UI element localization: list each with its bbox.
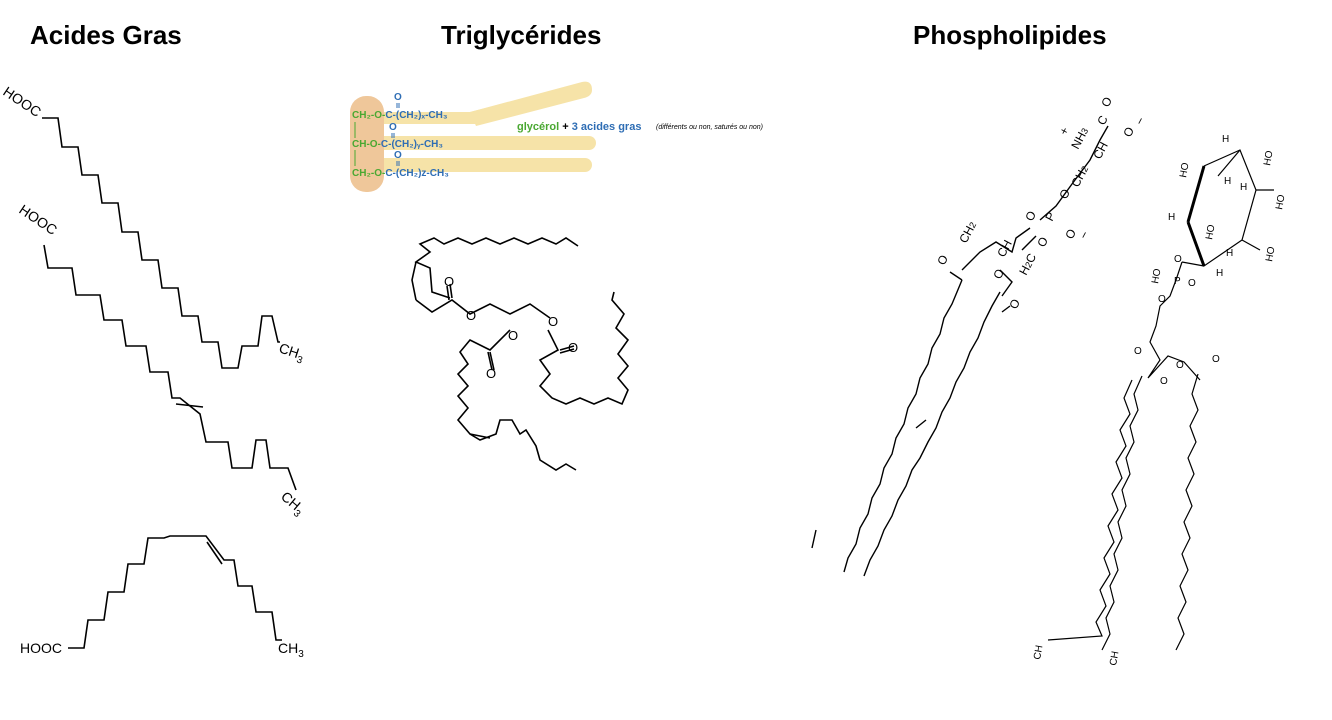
pl-minus-2: −: [1132, 115, 1148, 128]
pl-nh3: NH3: [1068, 125, 1091, 151]
tg-chain-middle: [456, 329, 577, 471]
cis-chain: [68, 535, 282, 649]
inositol-h-6: H: [1216, 268, 1223, 279]
fatty-acid-monounsaturated: [43, 244, 297, 491]
double-bond-2: [206, 541, 223, 565]
pl-right-chain-1: [1101, 375, 1143, 651]
triglyceride-scheme: CH₂-O-C-(CH₂)ₓ-CH₃ O CH-O-C-(CH₂)ᵧ-CH₃ O…: [350, 81, 763, 192]
tg-row2: CH-O-C-(CH₂)ᵧ-CH₃: [352, 139, 443, 150]
pl-right-o-5: O: [1176, 360, 1184, 371]
pl-left-chain-2: [863, 291, 1001, 577]
highlight-bar-middle: [362, 136, 596, 150]
monounsaturated-chain: [43, 244, 297, 491]
double-bond-1: [175, 403, 204, 408]
hooc-label-1: HOOC: [0, 83, 44, 120]
phospholipid-right-labels: HO HO HO HO HO HO H H H H H H O P O O O …: [1032, 134, 1287, 667]
tg-legend-note: (différents ou non, saturés ou non): [656, 124, 763, 131]
tg-row1: CH₂-O-C-(CH₂)ₓ-CH₃: [352, 110, 448, 121]
pl-o-5: O: [1022, 209, 1039, 224]
tg-chain-right: [538, 291, 630, 406]
title-triglycerides: Triglycérides: [441, 20, 602, 50]
tg-oxygens: O O O O O O: [444, 274, 578, 381]
tg-chain-top: [414, 237, 579, 299]
ch3-label-1: CH3: [276, 340, 307, 367]
fatty-acid-cis-labels: HOOC CH3: [20, 640, 304, 660]
title-fatty-acids: Acides Gras: [30, 20, 182, 50]
fatty-acid-saturated: [42, 117, 280, 369]
pl-o-4: O: [1034, 235, 1051, 250]
ch3-label-2: CH3: [276, 488, 309, 520]
phospholipid-left-labels: O CH2 O CH H2C O O P O O − O CH2 CH NH3 …: [934, 95, 1148, 312]
inositol-h-3: H: [1240, 182, 1247, 193]
pl-ch-2: CH: [1090, 140, 1111, 162]
hooc-label-2: HOOC: [16, 201, 60, 238]
fatty-acid-cis: [68, 535, 282, 649]
inositol-h-2: H: [1224, 176, 1231, 187]
pl-o-8: O: [1098, 95, 1115, 110]
inositol-ho-1: HO: [1178, 162, 1191, 179]
pl-h2c: H2C: [1016, 251, 1039, 278]
pl-right-backbone: [1147, 261, 1201, 381]
tg-o-4: O: [548, 314, 558, 329]
pl-ch2-1: CH2: [956, 219, 979, 245]
pl-right-o-3: O: [1158, 294, 1166, 305]
highlight-bar-top: [362, 84, 586, 124]
pl-right-o-2: O: [1188, 278, 1196, 289]
tg-o-1: O: [444, 274, 454, 289]
phospholipid-right-chain-3: [1047, 379, 1133, 641]
inositol-h-5: H: [1226, 248, 1233, 259]
pl-left-head: [1039, 125, 1109, 221]
highlight-bar-top-tail: [470, 81, 592, 126]
pl-o-2: O: [990, 267, 1007, 282]
pl-right-p: P: [1174, 276, 1181, 287]
carbonyl-o-3: O: [394, 150, 402, 161]
tg-legend: glycérol + 3 acides gras: [517, 121, 641, 133]
highlight-bar-bottom: [362, 158, 592, 172]
highlight-glycerol: [350, 96, 384, 192]
ch3-label-3: CH3: [278, 640, 304, 660]
pl-minus-1: −: [1076, 229, 1092, 242]
inositol-ho-6: HO: [1150, 268, 1163, 285]
tg-o-2: O: [466, 308, 476, 323]
tg-row3: CH₂-O-C-(CH₂)z-CH₃: [352, 168, 449, 179]
pl-left-backbone: [961, 227, 1031, 271]
triglyceride-structure: [411, 237, 630, 471]
tg-o-5: O: [486, 366, 496, 381]
pl-ch: CH: [994, 238, 1015, 260]
phospholipid-right: [1101, 149, 1274, 651]
fatty-acid-monounsaturated-labels: HOOC CH3: [16, 201, 309, 520]
pl-o-3: O: [1006, 297, 1023, 312]
hooc-label-3: HOOC: [20, 640, 62, 656]
inositol-ho-2: HO: [1262, 150, 1275, 167]
tg-backbone: [415, 299, 551, 319]
pl-left-chain-1: [843, 279, 963, 573]
pl-right-ch3-1: CH: [1032, 644, 1045, 660]
pl-right-ch3-2: CH: [1108, 650, 1121, 666]
pl-ch2-2: CH2: [1068, 163, 1091, 189]
tg-o-3: O: [508, 328, 518, 343]
pl-o-9: O: [1120, 125, 1137, 140]
carbonyl-o-1: O: [394, 92, 402, 103]
inositol-ho-5: HO: [1204, 224, 1217, 241]
pl-right-o-1: O: [1174, 254, 1182, 265]
saturated-chain: [42, 117, 280, 369]
inositol-h-1: H: [1222, 134, 1229, 145]
pl-c: C: [1094, 113, 1111, 128]
inositol-h-4: H: [1168, 212, 1175, 223]
phospholipid-left: [811, 125, 1109, 577]
pl-right-o-4: O: [1134, 346, 1142, 357]
tg-o-6: O: [568, 340, 578, 355]
inositol-ho-3: HO: [1274, 194, 1287, 211]
title-phospholipids: Phospholipides: [913, 20, 1107, 50]
inositol-ho-4: HO: [1264, 246, 1277, 263]
pl-o-7: O: [1056, 187, 1073, 202]
pl-right-chain-2: [1175, 373, 1199, 651]
pl-o-1: O: [934, 253, 951, 268]
pl-plus: +: [1056, 125, 1072, 138]
carbonyl-o-2: O: [389, 122, 397, 133]
pl-right-o-7: O: [1212, 354, 1220, 365]
pl-right-o-6: O: [1160, 376, 1168, 387]
